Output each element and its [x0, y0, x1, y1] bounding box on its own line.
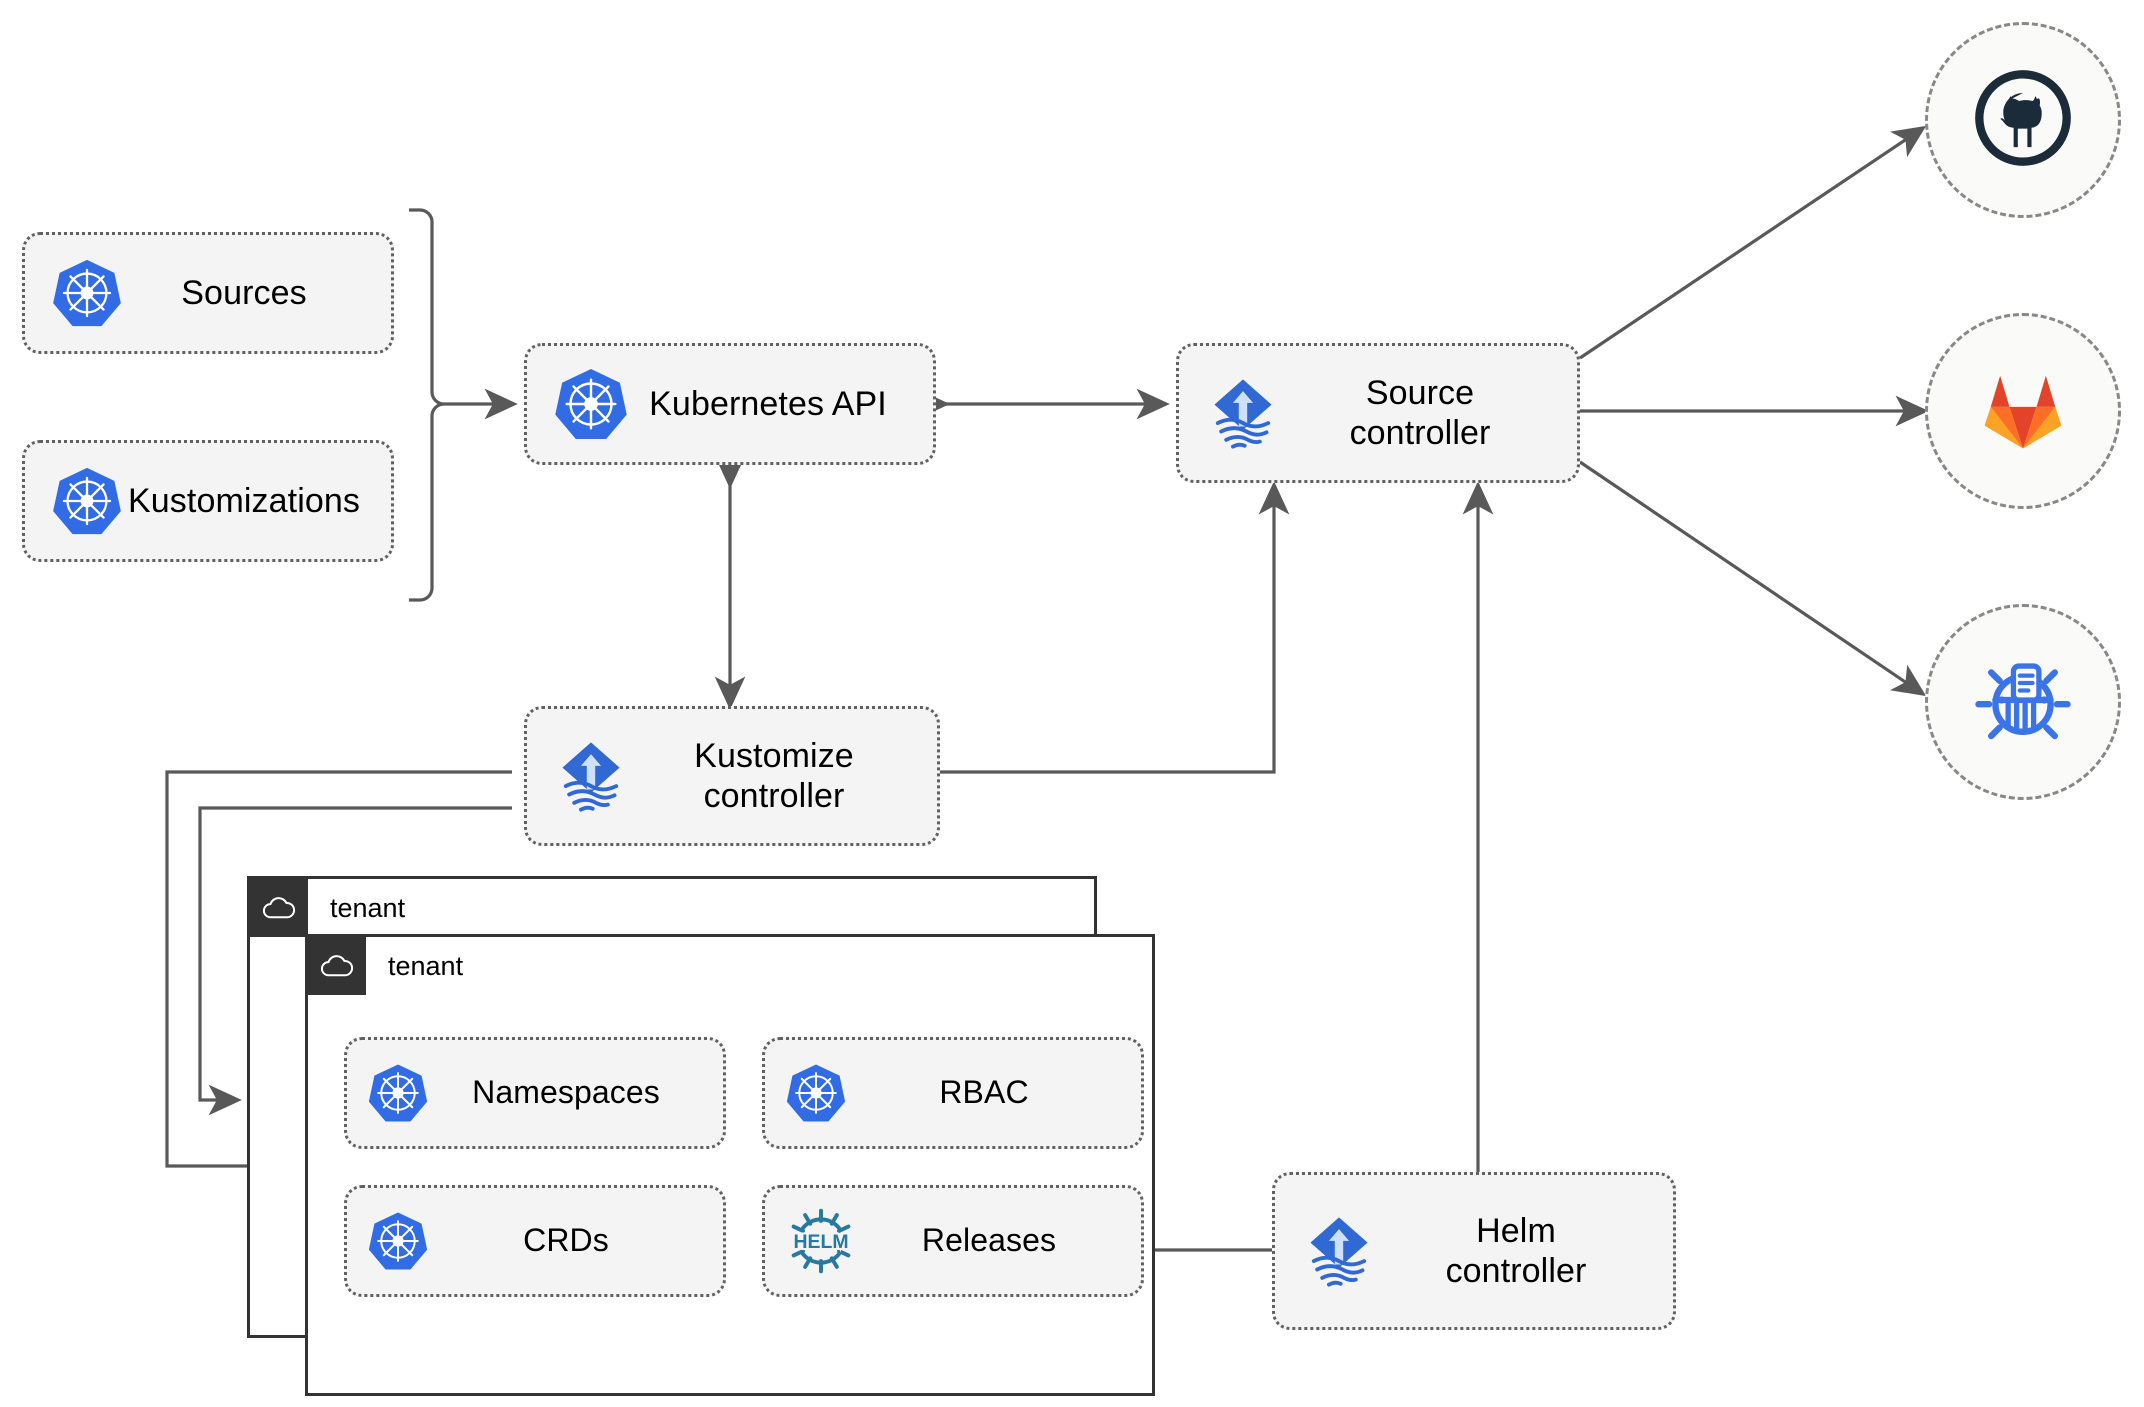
tenant-title-bar: tenant: [250, 879, 405, 937]
node-kustomizations-label: Kustomizations: [128, 481, 360, 520]
node-kustomize-controller-label: Kustomize controller: [694, 736, 854, 815]
resource-releases[interactable]: HELM Releases: [762, 1185, 1144, 1297]
resource-crds[interactable]: CRDs: [344, 1185, 726, 1297]
node-kubernetes-api[interactable]: Kubernetes API: [524, 343, 936, 465]
helm-icon: HELM: [785, 1205, 857, 1277]
kubernetes-icon: [51, 465, 123, 537]
flux-icon: [1297, 1209, 1381, 1293]
tenant-name: tenant: [388, 950, 464, 981]
node-kubernetes-api-label: Kubernetes API: [649, 384, 887, 423]
tenant-resource-grid: Namespaces: [344, 1037, 1144, 1297]
node-sources-label: Sources: [181, 273, 307, 312]
resource-namespaces[interactable]: Namespaces: [344, 1037, 726, 1149]
gitlab-icon: [1971, 357, 2075, 466]
node-kustomize-controller[interactable]: Kustomize controller: [524, 706, 940, 846]
tenant-title-bar: tenant: [308, 937, 463, 995]
kubernetes-icon: [785, 1062, 847, 1124]
node-helm-controller[interactable]: Helm controller: [1272, 1172, 1676, 1330]
endpoint-github[interactable]: [1925, 22, 2121, 218]
node-helm-controller-label: Helm controller: [1445, 1211, 1587, 1290]
endpoint-gitlab[interactable]: [1925, 313, 2121, 509]
resource-label: CRDs: [523, 1222, 609, 1259]
resource-rbac[interactable]: RBAC: [762, 1037, 1144, 1149]
svg-text:HELM: HELM: [793, 1231, 848, 1253]
github-icon: [1971, 66, 2075, 175]
resource-label: Releases: [921, 1222, 1057, 1259]
node-kustomizations[interactable]: Kustomizations: [22, 440, 394, 562]
kubernetes-icon: [367, 1210, 429, 1272]
resource-label: Namespaces: [472, 1074, 660, 1111]
node-sources[interactable]: Sources: [22, 232, 394, 354]
node-source-controller[interactable]: Source controller: [1176, 343, 1580, 483]
tenant-name: tenant: [330, 892, 406, 923]
tenant-container-front[interactable]: tenant: [305, 934, 1155, 1396]
flux-icon: [549, 734, 633, 818]
node-source-controller-label: Source controller: [1349, 373, 1491, 452]
kubernetes-icon: [51, 257, 123, 329]
resource-label: RBAC: [939, 1074, 1029, 1111]
helm-registry-icon: [1970, 647, 2076, 758]
flux-icon: [1201, 371, 1285, 455]
kubernetes-icon: [367, 1062, 429, 1124]
cloud-icon: [250, 879, 308, 937]
endpoint-helm-registry[interactable]: [1925, 604, 2121, 800]
kubernetes-icon: [553, 366, 629, 442]
cloud-icon: [308, 937, 366, 995]
